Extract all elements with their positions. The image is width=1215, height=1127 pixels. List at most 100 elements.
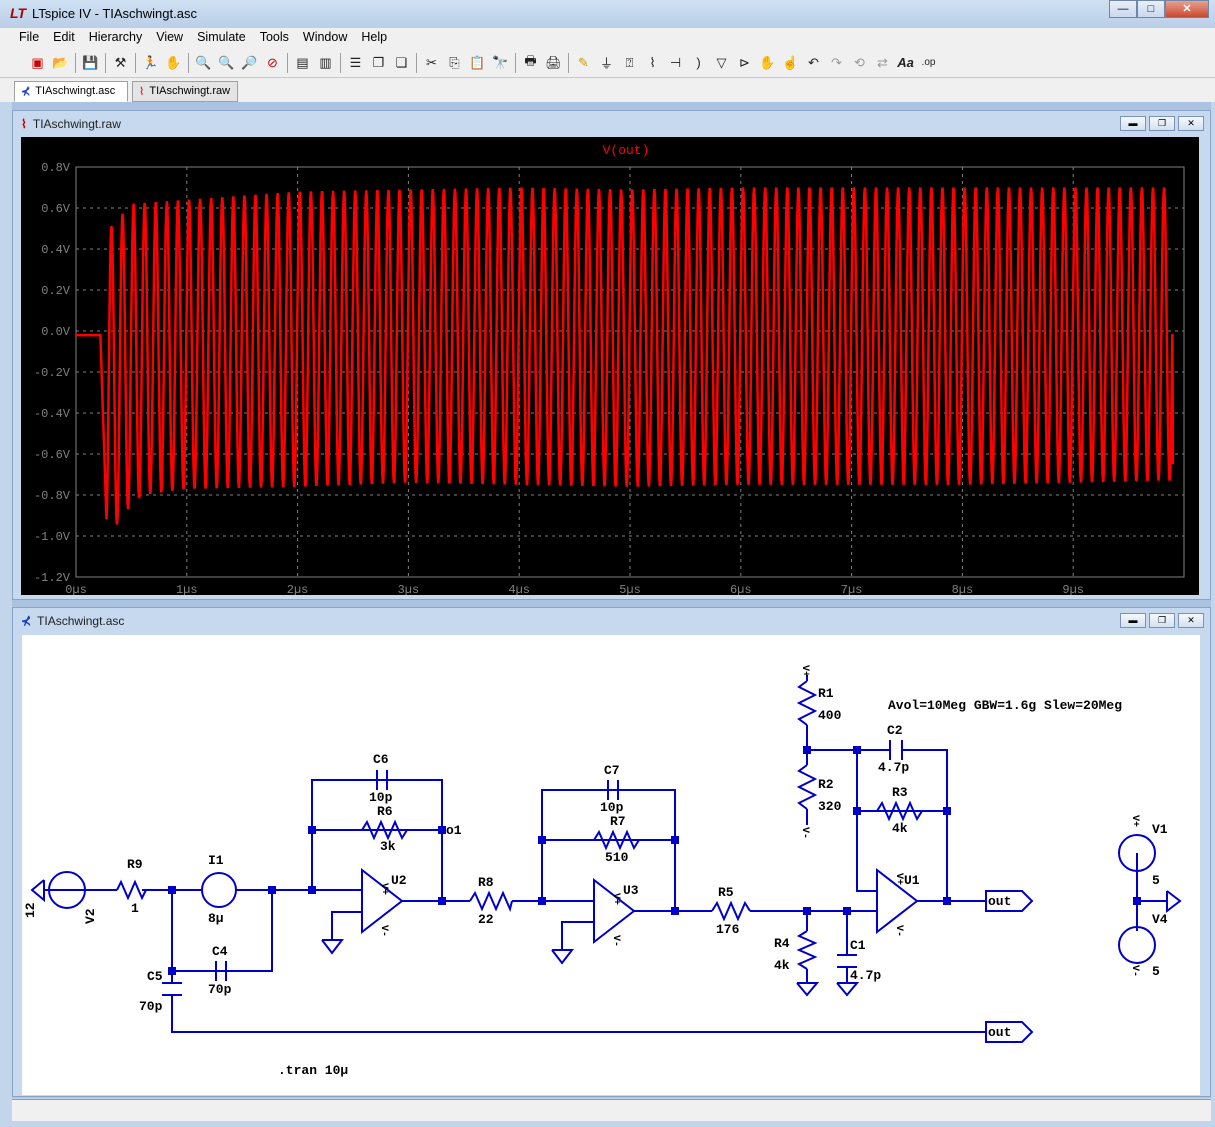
schematic-window: ⊀ TIAschwingt.asc ▬ ❐ ✕ bbox=[12, 607, 1211, 1097]
pan-icon[interactable]: 🔍 bbox=[218, 54, 235, 70]
r1-vplus-label: V+ bbox=[799, 665, 810, 677]
menu-tools[interactable]: Tools bbox=[259, 30, 289, 44]
menu-file[interactable]: File bbox=[19, 30, 40, 44]
minimize-button[interactable]: ▬ bbox=[1120, 613, 1146, 628]
print-setup-icon[interactable]: 🖶 bbox=[524, 52, 537, 68]
c4-name: C4 bbox=[212, 944, 228, 959]
schematic-canvas[interactable]: 12 V2 R9 1 I1 8µ C5 70p C4 70p C6 10p R6… bbox=[22, 635, 1200, 1095]
drag-icon[interactable]: ☝ bbox=[782, 54, 799, 70]
draw-wire-icon[interactable]: ✎ bbox=[578, 54, 589, 70]
close-button[interactable]: ✕ bbox=[1165, 0, 1209, 18]
trace-label[interactable]: V(out) bbox=[603, 143, 650, 158]
close-button[interactable]: ✕ bbox=[1178, 613, 1204, 628]
menu-bar: File Edit Hierarchy View Simulate Tools … bbox=[0, 28, 1215, 48]
component-icon[interactable]: ⊳ bbox=[739, 54, 750, 70]
menu-help[interactable]: Help bbox=[361, 30, 388, 44]
r9-value: 1 bbox=[131, 901, 139, 916]
mirror-icon[interactable]: ⇄ bbox=[877, 54, 888, 70]
find-icon[interactable]: 🔭 bbox=[492, 54, 509, 70]
c2-name: C2 bbox=[887, 723, 903, 738]
inductor-icon[interactable]: ) bbox=[696, 55, 701, 70]
x-tick-label: 4µs bbox=[508, 583, 530, 595]
c6-name: C6 bbox=[373, 752, 389, 767]
y-tick-label: 0.6V bbox=[41, 202, 71, 216]
y-tick-label: -0.8V bbox=[34, 489, 71, 503]
capacitor-icon[interactable]: ⊣ bbox=[669, 54, 682, 70]
spice-directive-icon[interactable]: .op bbox=[921, 57, 936, 68]
menu-simulate[interactable]: Simulate bbox=[197, 30, 246, 44]
zoom-cancel-icon[interactable]: ⊘ bbox=[267, 54, 278, 70]
copy-icon[interactable]: ⎘ bbox=[449, 54, 460, 70]
y-tick-label: -0.4V bbox=[34, 407, 71, 421]
new-schematic-icon[interactable]: ▣ bbox=[31, 54, 44, 70]
text-icon[interactable]: Aa bbox=[897, 55, 914, 70]
toolbar-separator bbox=[135, 52, 136, 73]
resistor-icon[interactable]: ⌇ bbox=[649, 54, 656, 70]
close-button[interactable]: ✕ bbox=[1178, 116, 1204, 131]
restore-button[interactable]: ❐ bbox=[1149, 116, 1175, 131]
y-tick-label: 0.2V bbox=[41, 284, 71, 298]
r7-value: 510 bbox=[605, 850, 629, 865]
move-icon[interactable]: ✋ bbox=[759, 54, 776, 70]
u2-name: U2 bbox=[391, 873, 407, 888]
mark-scale-icon[interactable]: ▥ bbox=[319, 54, 332, 70]
save-icon[interactable]: 💾 bbox=[82, 54, 99, 70]
label-net-icon[interactable]: ⍰ bbox=[625, 54, 634, 70]
minimize-button[interactable]: ▬ bbox=[1120, 116, 1146, 131]
cascade-icon[interactable]: ❐ bbox=[372, 54, 385, 70]
tab-waveform[interactable]: ⌇ TIAschwingt.raw bbox=[132, 81, 238, 102]
redo-icon[interactable]: ↷ bbox=[831, 54, 842, 70]
undo-icon[interactable]: ↶ bbox=[808, 54, 819, 70]
menu-edit[interactable]: Edit bbox=[53, 30, 75, 44]
x-tick-label: 3µs bbox=[398, 583, 420, 595]
y-tick-label: -1.0V bbox=[34, 530, 71, 544]
schematic-window-controls: ▬ ❐ ✕ bbox=[1120, 613, 1204, 628]
tile-horizontal-icon[interactable]: ☰ bbox=[349, 54, 362, 70]
c6-value: 10p bbox=[369, 790, 393, 805]
window-controls: — □ ✕ bbox=[1109, 0, 1209, 18]
spice-directive[interactable]: .tran 10µ bbox=[278, 1063, 348, 1078]
tab-schematic[interactable]: ⊀ TIAschwingt.asc bbox=[14, 81, 128, 102]
run-icon[interactable]: 🏃 bbox=[142, 54, 159, 70]
control-panel-icon[interactable]: ⚒ bbox=[114, 54, 127, 70]
y-tick-label: 0.8V bbox=[41, 161, 71, 175]
tile-vertical-icon[interactable]: ❏ bbox=[395, 54, 408, 70]
u1-vminus-label: V- bbox=[893, 925, 904, 937]
app-title: LTspice IV - TIAschwingt.asc bbox=[32, 6, 197, 21]
menu-window[interactable]: Window bbox=[302, 30, 348, 44]
trace-vout[interactable] bbox=[76, 187, 1175, 525]
schematic-window-title: ⊀ TIAschwingt.asc bbox=[21, 612, 124, 630]
menu-view[interactable]: View bbox=[156, 30, 184, 44]
u3-vplus-label: V+ bbox=[610, 893, 621, 905]
r2-vminus-label: V- bbox=[799, 827, 810, 839]
maximize-button[interactable]: □ bbox=[1137, 0, 1165, 18]
diode-icon[interactable]: ▽ bbox=[716, 54, 727, 70]
restore-button[interactable]: ❐ bbox=[1149, 613, 1175, 628]
o1-net-label: o1 bbox=[446, 823, 462, 838]
rotate-icon[interactable]: ⟲ bbox=[854, 54, 865, 70]
r2-name: R2 bbox=[818, 777, 834, 792]
u2-vminus-label: V- bbox=[378, 925, 389, 937]
cut-icon[interactable]: ✂ bbox=[426, 54, 437, 70]
zoom-in-icon[interactable]: 🔍 bbox=[195, 54, 212, 70]
u3-vminus-label: V- bbox=[610, 935, 621, 947]
ground-icon[interactable]: ⏚ bbox=[599, 56, 613, 71]
c4-value: 70p bbox=[208, 982, 232, 997]
out-net-label: out bbox=[988, 894, 1011, 909]
menu-hierarchy[interactable]: Hierarchy bbox=[88, 30, 143, 44]
open-icon[interactable]: 📂 bbox=[52, 54, 69, 70]
waveform-plot[interactable]: 0.8V0.6V0.4V0.2V0.0V-0.2V-0.4V-0.6V-0.8V… bbox=[21, 137, 1199, 595]
schematic-icon: ⊀ bbox=[21, 86, 31, 98]
print-icon[interactable]: 🖨 bbox=[545, 54, 562, 70]
halt-icon[interactable]: ✋ bbox=[165, 54, 182, 70]
minimize-button[interactable]: — bbox=[1109, 0, 1137, 18]
autorange-icon[interactable]: ▤ bbox=[296, 54, 309, 70]
toolbar-separator bbox=[416, 52, 417, 73]
tab-label: TIAschwingt.raw bbox=[149, 85, 231, 97]
paste-icon[interactable]: 📋 bbox=[469, 54, 486, 70]
model-parameters[interactable]: Avol=10Meg GBW=1.6g Slew=20Meg bbox=[888, 698, 1122, 713]
zoom-out-icon[interactable]: 🔎 bbox=[241, 54, 258, 70]
r5-value: 176 bbox=[716, 922, 740, 937]
r1-name: R1 bbox=[818, 686, 834, 701]
